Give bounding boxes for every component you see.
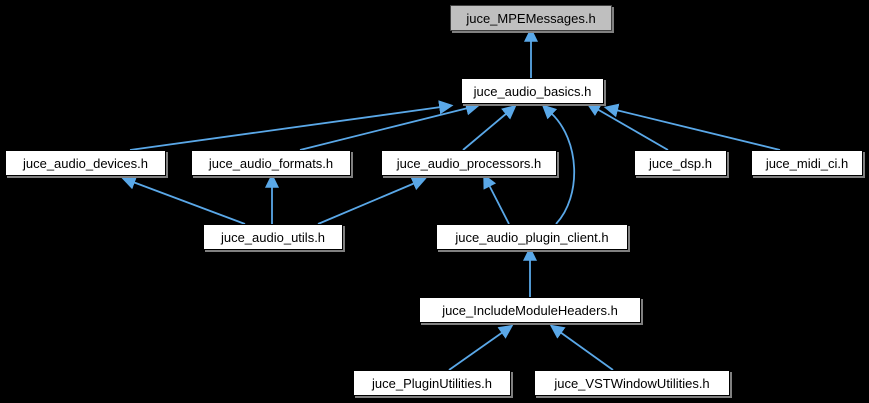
node-audio_utils[interactable]: juce_audio_utils.h — [203, 224, 343, 250]
node-label-dsp: juce_dsp.h — [649, 155, 712, 171]
node-label-audio_formats: juce_audio_formats.h — [208, 155, 334, 171]
node-label-vst_window: juce_VSTWindowUtilities.h — [554, 375, 710, 391]
edge-audio_formats-to-audio_basics — [299, 101, 481, 151]
node-label-mpe_messages: juce_MPEMessages.h — [466, 10, 596, 26]
node-label-plugin_utilities: juce_PluginUtilities.h — [372, 375, 492, 391]
node-audio_formats[interactable]: juce_audio_formats.h — [191, 150, 351, 176]
node-include_module[interactable]: juce_IncludeModuleHeaders.h — [419, 297, 641, 323]
node-vst_window[interactable]: juce_VSTWindowUtilities.h — [534, 370, 730, 396]
edge-audio_processors-to-audio_basics — [462, 104, 517, 151]
edge-vst_window-to-include_module — [549, 324, 614, 371]
node-label-audio_devices: juce_audio_devices.h — [22, 155, 149, 171]
edge-audio_devices-to-audio_basics — [129, 100, 454, 151]
node-audio_processors[interactable]: juce_audio_processors.h — [381, 150, 557, 176]
edge-audio_utils-to-audio_processors — [317, 177, 427, 225]
node-label-audio_processors: juce_audio_processors.h — [396, 155, 542, 171]
node-label-midi_ci: juce_midi_ci.h — [765, 155, 849, 171]
edge-audio_utils-to-audio_devices — [121, 176, 246, 225]
edge-plugin_client-to-audio_processors — [483, 173, 510, 225]
node-label-audio_plugin_client: juce_audio_plugin_client.h — [455, 229, 609, 245]
node-label-include_module: juce_IncludeModuleHeaders.h — [442, 302, 618, 318]
node-mpe_messages[interactable]: juce_MPEMessages.h — [450, 5, 612, 31]
edge-plugin_utilities-to-include_module — [448, 324, 514, 371]
node-label-audio_basics: juce_audio_basics.h — [473, 83, 592, 99]
edge-audio_plugin_client-to-audio_basics — [541, 104, 576, 225]
edge-dsp-to-audio_basics — [586, 102, 669, 151]
node-audio_basics[interactable]: juce_audio_basics.h — [461, 78, 604, 104]
node-midi_ci[interactable]: juce_midi_ci.h — [751, 150, 863, 176]
node-audio_plugin_client[interactable]: juce_audio_plugin_client.h — [436, 224, 628, 250]
edge-midi_ci-to-audio_basics — [603, 103, 781, 151]
node-plugin_utilities[interactable]: juce_PluginUtilities.h — [353, 370, 511, 396]
edges-group — [121, 27, 781, 371]
node-label-audio_utils: juce_audio_utils.h — [220, 229, 326, 245]
node-dsp[interactable]: juce_dsp.h — [634, 150, 727, 176]
node-audio_devices[interactable]: juce_audio_devices.h — [5, 150, 166, 176]
